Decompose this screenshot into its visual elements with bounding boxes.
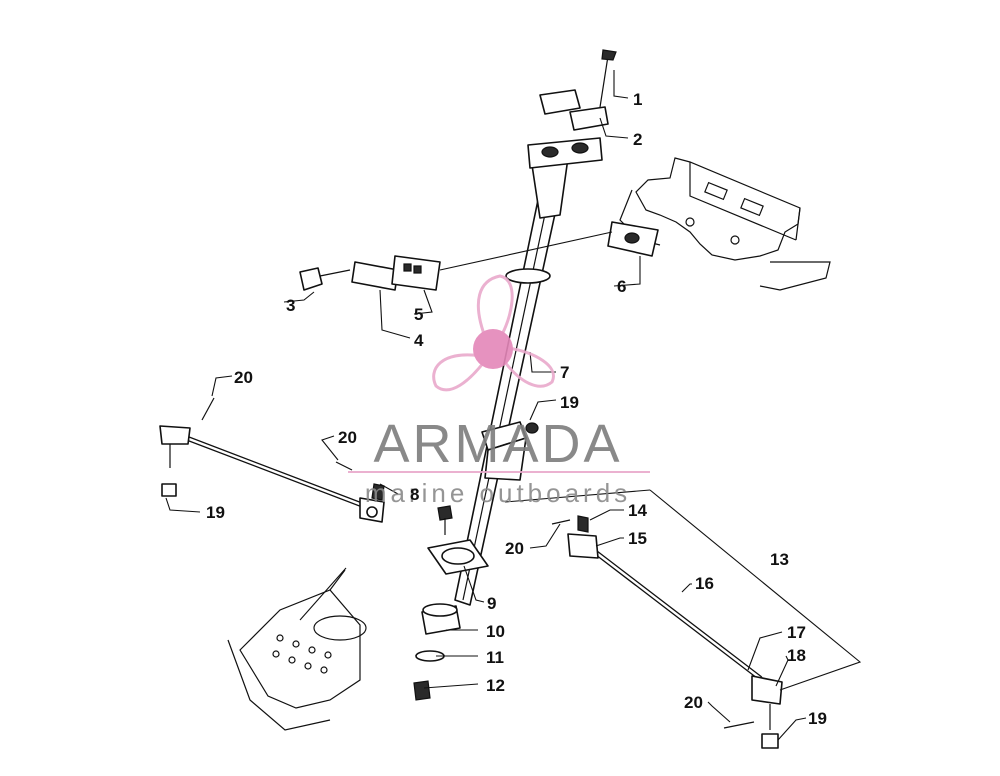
- callout-17: 17: [787, 623, 806, 642]
- frame-floor-lower: [227, 569, 367, 731]
- lower-bearing-stack: [413, 505, 489, 701]
- callout-19-left: 19: [206, 503, 225, 522]
- callout-12: 12: [486, 676, 505, 695]
- callout-20-left-top: 20: [234, 368, 253, 387]
- callout-13: 13: [770, 550, 789, 569]
- callout-16: 16: [695, 574, 714, 593]
- callout-10: 10: [486, 622, 505, 641]
- floor-holes: [272, 634, 332, 674]
- callout-6: 6: [617, 277, 626, 296]
- callout-4: 4: [414, 331, 424, 350]
- steering-post: [454, 157, 569, 606]
- callout-11: 11: [486, 648, 504, 667]
- callout-2: 2: [633, 130, 642, 149]
- callout-labels: 1 2 3 4 5 6 7 8 9 10 11 12 13 14 15 16 1…: [206, 90, 827, 728]
- callout-20-right-top: 20: [505, 539, 524, 558]
- callout-19-post: 19: [560, 393, 579, 412]
- callout-14: 14: [628, 501, 647, 520]
- callout-20-right-bottom: 20: [684, 693, 703, 712]
- armada-propeller-logo: [432, 274, 555, 392]
- callout-20-left-mid: 20: [338, 428, 357, 447]
- callout-9: 9: [487, 594, 496, 613]
- callout-18: 18: [787, 646, 806, 665]
- callout-5: 5: [414, 305, 423, 324]
- leader-lines: [165, 70, 862, 741]
- callout-8: 8: [410, 485, 419, 504]
- callout-15: 15: [628, 529, 647, 548]
- watermark-tagline: marine outboards: [365, 478, 631, 508]
- watermark: ARMADA marine outboards: [348, 274, 650, 508]
- callout-7: 7: [560, 363, 569, 382]
- watermark-brand: ARMADA: [373, 414, 622, 474]
- callout-19-right: 19: [808, 709, 827, 728]
- upper-bearing-parts: [299, 221, 659, 291]
- callout-1: 1: [633, 90, 642, 109]
- frame-bracket-upper: [619, 157, 831, 291]
- tie-rod-right: [551, 515, 783, 749]
- handlebar-caps: [527, 49, 617, 169]
- callout-3: 3: [286, 296, 295, 315]
- tie-rod-left: [159, 397, 385, 523]
